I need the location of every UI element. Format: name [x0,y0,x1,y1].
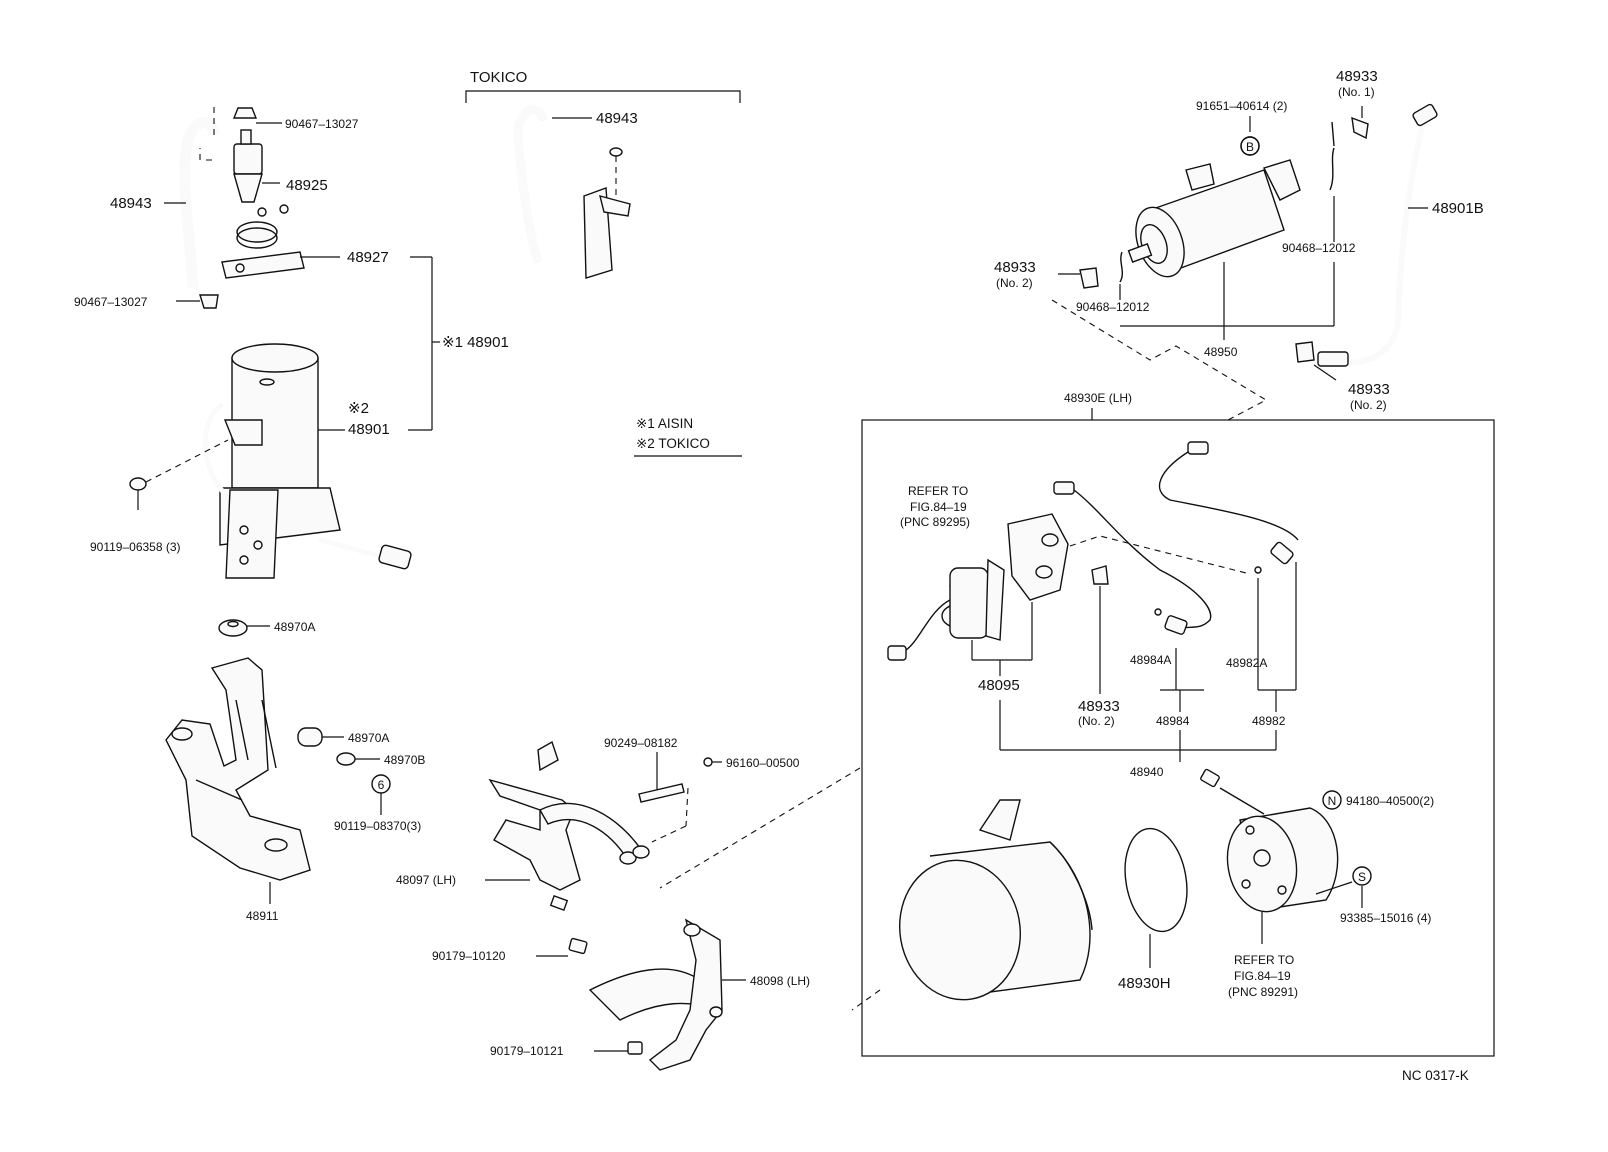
bracket-48097 [485,740,650,911]
drawing-id: NC 0317-K [1402,1068,1469,1083]
label-48933-box-sub: (No. 2) [1078,714,1115,728]
label-refer1-line2: FIG.84–19 [910,500,967,514]
filter-48925 [233,129,289,217]
label-48940: 48940 [1130,765,1164,779]
callout-b: B [1240,136,1260,156]
label-48950: 48950 [1204,345,1238,359]
label-tokico-header: TOKICO [470,69,527,86]
bracket-48098 [588,918,746,1071]
label-48901-aisin: ※1 48901 [442,334,509,351]
reservoir-body [898,799,1093,1001]
label-90468-left: 90468–12012 [1076,300,1150,314]
grommet-48970B [336,752,380,766]
sensor-cap [1200,768,1339,944]
clamp-90467-bottom [176,294,219,309]
label-48943-tokico: 48943 [596,110,638,127]
label-90119-08370: 90119–08370(3) [334,819,421,833]
label-48933-no2-right: 48933 [1348,381,1390,398]
screw-93385 [1315,866,1372,908]
pin-90468-left [1119,251,1123,300]
valve-48095 [887,513,1069,676]
label-48970A-mid: 48970A [348,731,389,745]
label-90249: 90249–08182 [604,736,678,750]
clip-90179-10120 [536,937,588,957]
pipe-48982 [1158,441,1299,712]
label-refer1-line3: (PNC 89295) [900,515,970,529]
label-48970B: 48970B [384,753,425,767]
box-48930E [861,408,1495,1057]
label-48911: 48911 [246,909,279,923]
label-48982: 48982 [1252,714,1286,728]
label-48901-tokico: 48901 [348,421,390,438]
label-48097: 48097 (LH) [396,873,456,887]
label-refer2-line3: (PNC 89291) [1228,985,1298,999]
gasket-48930H [1124,827,1188,968]
clip-48933-no2-left [1058,267,1099,289]
accumulator-48950 [1127,159,1301,340]
label-48925: 48925 [286,177,328,194]
legend-aisin: ※1 AISIN [636,416,693,431]
svg-text:6: 6 [378,778,385,792]
hose-48943-left [179,105,220,289]
clamp-90467-top [232,107,282,124]
label-48933-no2-left: 48933 [994,259,1036,276]
pump-48901 [202,343,412,579]
label-48933-no2-left-sub: (No. 2) [996,276,1033,290]
callout-n: N [1328,794,1337,808]
tokico-bracket [465,90,741,279]
label-96160: 96160–00500 [726,756,800,770]
label-93385: 93385–15016 (4) [1340,911,1431,925]
label-refer1-line1: REFER TO [908,484,968,498]
clip-48933-no2-right [1295,341,1337,381]
pipe-48984 [1053,481,1212,690]
label-48982A: 48982A [1226,656,1267,670]
label-90179-10120: 90179–10120 [432,949,506,963]
label-48970A-top: 48970A [274,620,315,634]
label-48933-no2-right-sub: (No. 2) [1350,398,1387,412]
label-refer2-line1: REFER TO [1234,953,1294,967]
label-48930E: 48930E (LH) [1064,391,1132,405]
label-48943-left: 48943 [110,195,152,212]
label-91651: 91651–40614 (2) [1196,99,1287,113]
label-90179-10121: 90179–10121 [490,1044,564,1058]
label-90119-06358: 90119–06358 (3) [90,540,181,554]
label-94180: 94180–40500(2) [1346,794,1434,808]
svg-text:B: B [1246,140,1254,154]
label-90467-bottom: 90467–13027 [74,295,148,309]
label-48984: 48984 [1156,714,1190,728]
label-48095: 48095 [978,677,1020,694]
label-48927: 48927 [347,249,389,266]
svg-text:N: N [1328,794,1337,808]
label-90467-top: 90467–13027 [285,117,359,131]
label-48984A: 48984A [1130,653,1171,667]
legend-tokico: ※2 TOKICO [636,436,710,451]
label-48930H: 48930H [1118,975,1171,992]
callout-6: 6 [371,774,391,794]
hose-48901B [1317,103,1438,367]
clip-48933-box [1069,535,1251,694]
bracket-48927 [221,221,340,279]
label-48933-no1-sub: (No. 1) [1338,85,1375,99]
label-90468-right: 90468–12012 [1282,241,1356,255]
screw-94180 [1322,790,1342,810]
label-48098: 48098 (LH) [750,974,810,988]
grommet-48970A-top [218,619,270,637]
pin-90468-right [1329,147,1335,242]
clip-48933-no1 [1331,106,1369,147]
bolt-90119-06358 [129,439,229,510]
bracket-48911 [165,657,311,904]
label-48901-tokico-mark: ※2 [348,400,369,417]
label-48901B: 48901B [1432,200,1484,217]
grommet-48970A-mid [297,727,344,747]
pin-90249 [638,752,722,843]
label-48933-no1: 48933 [1336,68,1378,85]
label-48933-box: 48933 [1078,698,1120,715]
callout-s: S [1358,870,1366,884]
svg-text:S: S [1358,870,1366,884]
label-refer2-line2: FIG.84–19 [1234,969,1291,983]
